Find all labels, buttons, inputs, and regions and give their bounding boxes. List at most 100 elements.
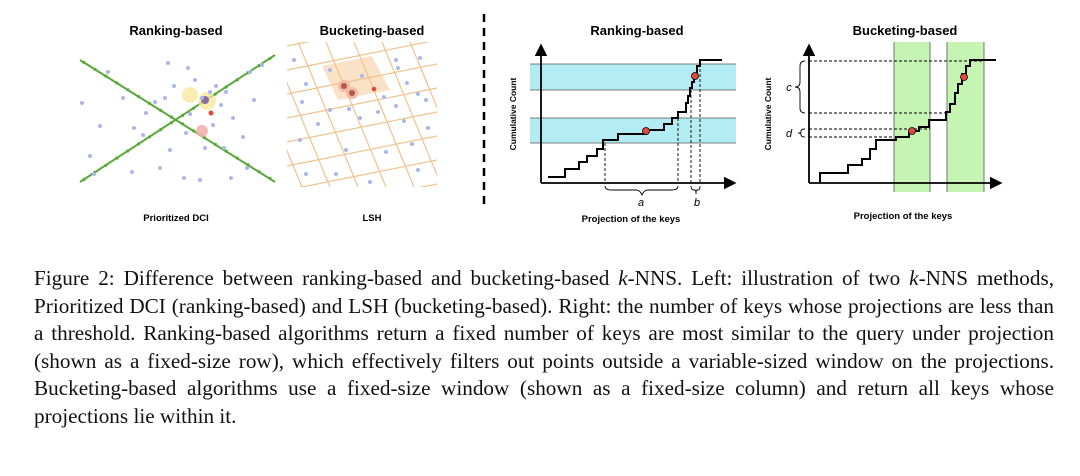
key-point bbox=[298, 138, 302, 142]
cumulative-staircase bbox=[548, 59, 722, 178]
projection-tick bbox=[82, 177, 86, 182]
key-point bbox=[248, 70, 252, 74]
key-point bbox=[384, 150, 388, 154]
key-point bbox=[245, 166, 249, 170]
lsh-grid-line bbox=[287, 87, 437, 119]
key-point bbox=[252, 98, 256, 102]
lsh-grid-line bbox=[186, 42, 246, 187]
key-point bbox=[106, 70, 110, 74]
projection-line-2 bbox=[79, 54, 276, 183]
key-point bbox=[141, 133, 145, 137]
key-point bbox=[182, 176, 186, 180]
neighbor-point bbox=[341, 83, 347, 89]
key-point bbox=[394, 58, 398, 62]
key-point bbox=[360, 74, 364, 78]
projection-tick bbox=[104, 74, 108, 78]
key-point bbox=[203, 146, 207, 150]
key-point bbox=[132, 126, 136, 130]
key-points bbox=[292, 56, 430, 184]
key-point bbox=[130, 170, 134, 174]
query-marker bbox=[642, 127, 650, 135]
key-point bbox=[121, 96, 125, 100]
projection-tick bbox=[257, 170, 261, 174]
key-point bbox=[426, 126, 430, 130]
y-axis-label: Cumulative Count bbox=[763, 77, 773, 150]
projection-tick bbox=[137, 95, 141, 99]
projection-tick bbox=[159, 108, 163, 112]
caption-k-1: k bbox=[618, 266, 628, 290]
panel-title-ranking-left: Ranking-based bbox=[129, 23, 222, 38]
projection-tick bbox=[202, 136, 206, 140]
key-point bbox=[168, 148, 172, 152]
x-axis-label: Projection of the keys bbox=[582, 214, 681, 225]
lsh-grid-line bbox=[418, 183, 437, 187]
caption-text-1: Difference between ranking-based and buc… bbox=[114, 266, 619, 290]
key-point bbox=[193, 78, 197, 82]
projection-tick bbox=[268, 56, 272, 61]
lsh-grid-line bbox=[325, 42, 387, 187]
key-point bbox=[208, 90, 212, 94]
projection-tick bbox=[224, 149, 228, 153]
key-point bbox=[368, 180, 372, 184]
caption-text-2: -NNS. Left: illustration of two bbox=[627, 266, 910, 290]
lsh-grid-line bbox=[287, 63, 437, 95]
neighbor-highlight bbox=[196, 125, 208, 137]
key-point bbox=[300, 100, 304, 104]
lsh-grid-line bbox=[287, 0, 437, 22]
projection-tick bbox=[115, 156, 119, 160]
panel-label-prioritized-dci: Prioritized DCI bbox=[143, 213, 208, 224]
key-point bbox=[304, 172, 308, 176]
panel-title-bucketing-left: Bucketing-based bbox=[320, 23, 425, 38]
neighbor-point bbox=[349, 90, 355, 96]
lsh-grid-line bbox=[287, 232, 437, 250]
key-point bbox=[328, 108, 332, 112]
key-point bbox=[344, 148, 348, 152]
dci-illustration bbox=[79, 54, 276, 183]
panel-prioritized-dci: Ranking-based Prioritized DCI bbox=[79, 23, 276, 224]
projection-tick bbox=[93, 67, 97, 71]
projection-ticks bbox=[82, 56, 272, 182]
figure-2: Ranking-based Prioritized DCI Bucketing-… bbox=[79, 0, 1003, 250]
key-point bbox=[396, 66, 400, 70]
key-point bbox=[316, 122, 320, 126]
projection-tick bbox=[126, 88, 130, 92]
lsh-grid-line bbox=[409, 42, 437, 109]
figure-graphic: Ranking-based Prioritized DCI Bucketing-… bbox=[79, 0, 1003, 250]
caption-k-2: k bbox=[909, 266, 919, 290]
projection-tick bbox=[169, 121, 174, 125]
projection-tick bbox=[115, 81, 119, 85]
projection-tick bbox=[126, 149, 130, 153]
lsh-grid bbox=[186, 0, 437, 250]
caption-label: Figure 2: bbox=[34, 266, 115, 290]
key-point bbox=[229, 176, 233, 180]
key-point bbox=[405, 81, 409, 85]
projection-tick bbox=[180, 113, 185, 117]
lsh-grid-line bbox=[287, 149, 303, 187]
lsh-grid-line bbox=[298, 159, 437, 187]
key-point bbox=[304, 82, 308, 86]
key-point bbox=[334, 172, 338, 176]
key-point bbox=[98, 124, 102, 128]
fixed-size-column-band bbox=[894, 42, 930, 192]
x-axis-label: Projection of the keys bbox=[854, 211, 953, 222]
panel-label-lsh: LSH bbox=[363, 213, 382, 224]
projection-tick bbox=[257, 64, 261, 68]
query-point bbox=[208, 110, 214, 116]
panel-title-bucketing-right: Bucketing-based bbox=[853, 23, 958, 38]
key-point bbox=[231, 116, 235, 120]
key-point bbox=[144, 111, 148, 115]
lsh-grid-line bbox=[353, 42, 415, 187]
projection-tick bbox=[159, 128, 163, 132]
projection-tick bbox=[191, 129, 195, 133]
brace-b-label: b bbox=[694, 197, 700, 209]
key-point bbox=[153, 100, 157, 104]
key-point bbox=[188, 112, 192, 116]
panel-title-ranking-right: Ranking-based bbox=[590, 23, 683, 38]
key-point bbox=[219, 103, 223, 107]
panel-lsh: Bucketing-based LSH bbox=[186, 0, 437, 250]
projection-tick bbox=[191, 106, 195, 110]
key-point bbox=[416, 168, 420, 172]
key-point bbox=[402, 119, 406, 123]
key-point bbox=[184, 131, 188, 135]
key-point bbox=[158, 166, 162, 170]
